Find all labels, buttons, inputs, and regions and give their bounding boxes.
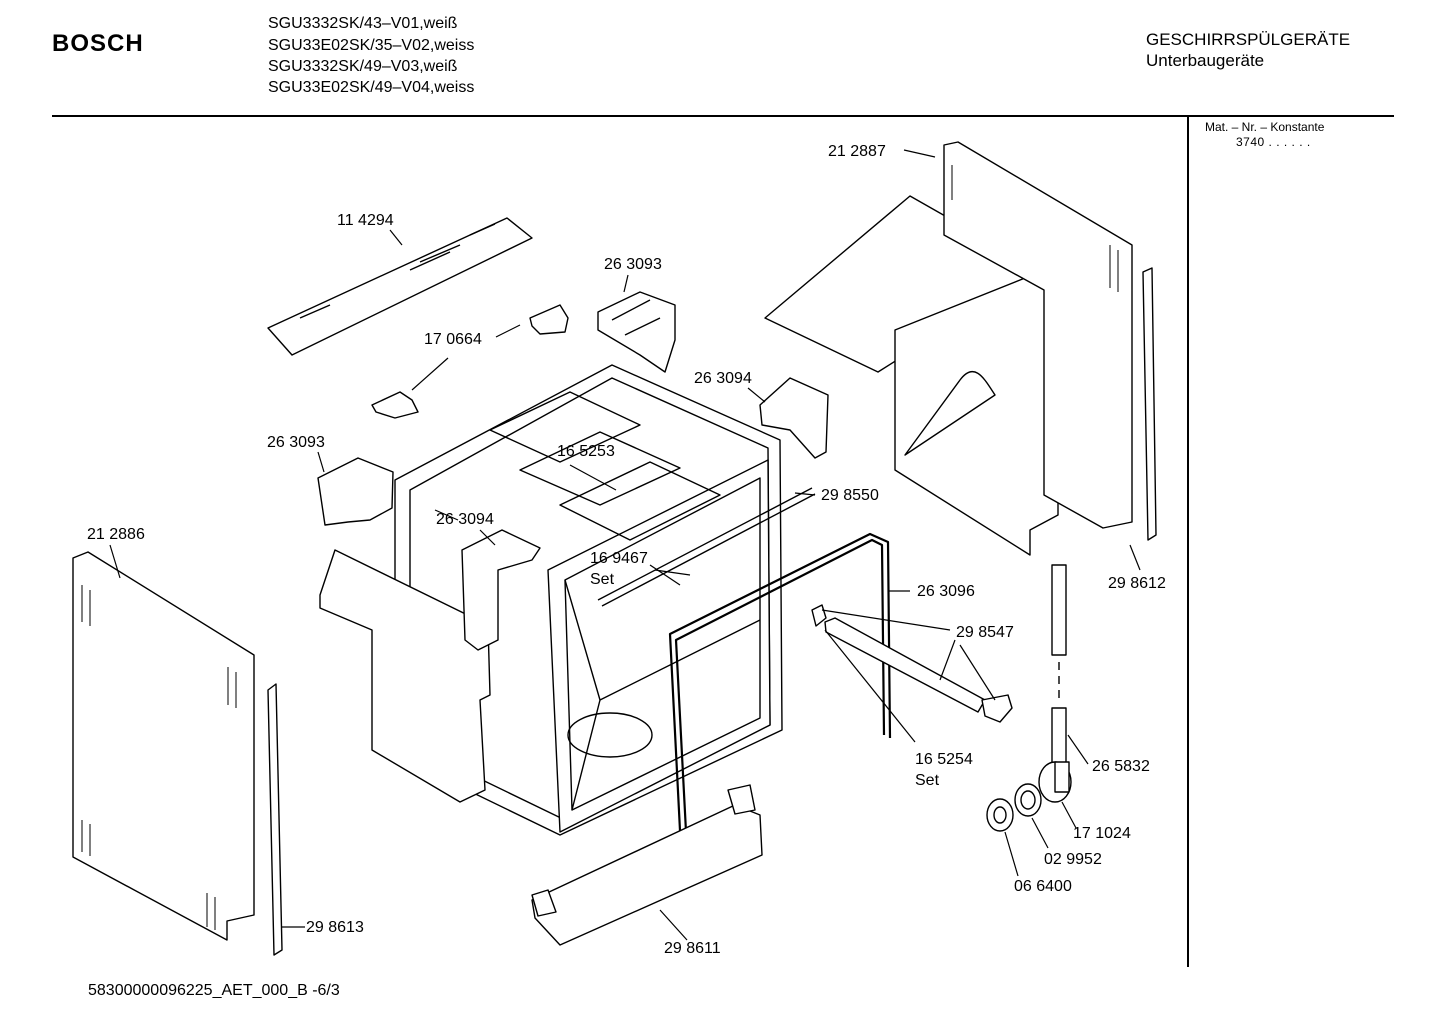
- part-label-114294: 11 4294: [337, 212, 394, 229]
- clip-263093-top: [597, 291, 676, 373]
- strip-298613: [267, 683, 283, 956]
- category-title: GESCHIRRSPÜLGERÄTE: [1146, 30, 1351, 49]
- bracket-top: [529, 304, 569, 335]
- part-label-263094-left: 26 3094: [436, 511, 494, 528]
- part-label-298612: 29 8612: [1108, 575, 1166, 592]
- part-label-298613: 29 8613: [306, 919, 364, 936]
- strip-298612: [1142, 267, 1157, 541]
- material-number-value: 3740 . . . . . .: [1236, 135, 1311, 149]
- part-label-170664: 17 0664: [424, 331, 482, 348]
- part-label-165253: 16 5253: [557, 443, 615, 460]
- ring-029952: [1014, 783, 1042, 817]
- model-line-1: SGU3332SK/43–V01,weiß: [268, 15, 458, 32]
- clip-263094-right: [759, 377, 829, 459]
- part-label-212887: 21 2887: [828, 143, 886, 160]
- bracket-left: [371, 391, 419, 419]
- part-label-212886: 21 2886: [87, 526, 145, 543]
- strip-298550: [597, 487, 816, 607]
- hose-265832: [1051, 564, 1067, 765]
- model-line-2: SGU33E02SK/35–V02,weiss: [268, 37, 475, 54]
- part-label-263093-left: 26 3093: [267, 434, 325, 451]
- door-gasket: [668, 532, 892, 871]
- part-label-set-1: Set: [590, 571, 615, 588]
- leader-lines: [109, 149, 1141, 941]
- document-id: 58300000096225_AET_000_B -6/3: [88, 982, 340, 999]
- model-line-3: SGU3332SK/49–V03,weiß: [268, 58, 458, 75]
- subcategory-title: Unterbaugeräte: [1146, 51, 1265, 70]
- side-panel-right: [943, 141, 1133, 529]
- part-label-169467: 16 9467: [590, 550, 648, 567]
- part-label-265832: 26 5832: [1092, 758, 1150, 775]
- tub-body: [394, 364, 783, 836]
- part-label-298611: 29 8611: [664, 940, 721, 957]
- part-label-298547: 29 8547: [956, 624, 1014, 641]
- part-label-263094-right: 26 3094: [694, 370, 752, 387]
- cap-066400: [986, 798, 1014, 832]
- part-label-066400: 06 6400: [1014, 878, 1072, 895]
- side-divider: [1187, 117, 1189, 967]
- clip-263093-left: [317, 457, 394, 526]
- material-number-label: Mat. – Nr. – Konstante: [1205, 120, 1325, 134]
- part-label-set-2: Set: [915, 772, 940, 789]
- part-label-029952: 02 9952: [1044, 851, 1102, 868]
- top-cover-plate: [267, 217, 533, 356]
- part-label-171024: 17 1024: [1073, 825, 1131, 842]
- part-label-263096: 26 3096: [917, 583, 975, 600]
- side-wall-left: [319, 549, 491, 803]
- fitting-171024: [1038, 761, 1072, 803]
- side-panel-left: [72, 551, 255, 941]
- header-divider: [52, 115, 1394, 117]
- brand-logo: BOSCH: [52, 30, 144, 57]
- base-plinth: [531, 784, 763, 946]
- clip-263094-left: [461, 529, 541, 651]
- part-label-263093-top: 26 3093: [604, 256, 662, 273]
- model-line-4: SGU33E02SK/49–V04,weiss: [268, 79, 475, 96]
- part-label-298550: 29 8550: [821, 487, 879, 504]
- part-label-165254: 16 5254: [915, 751, 973, 768]
